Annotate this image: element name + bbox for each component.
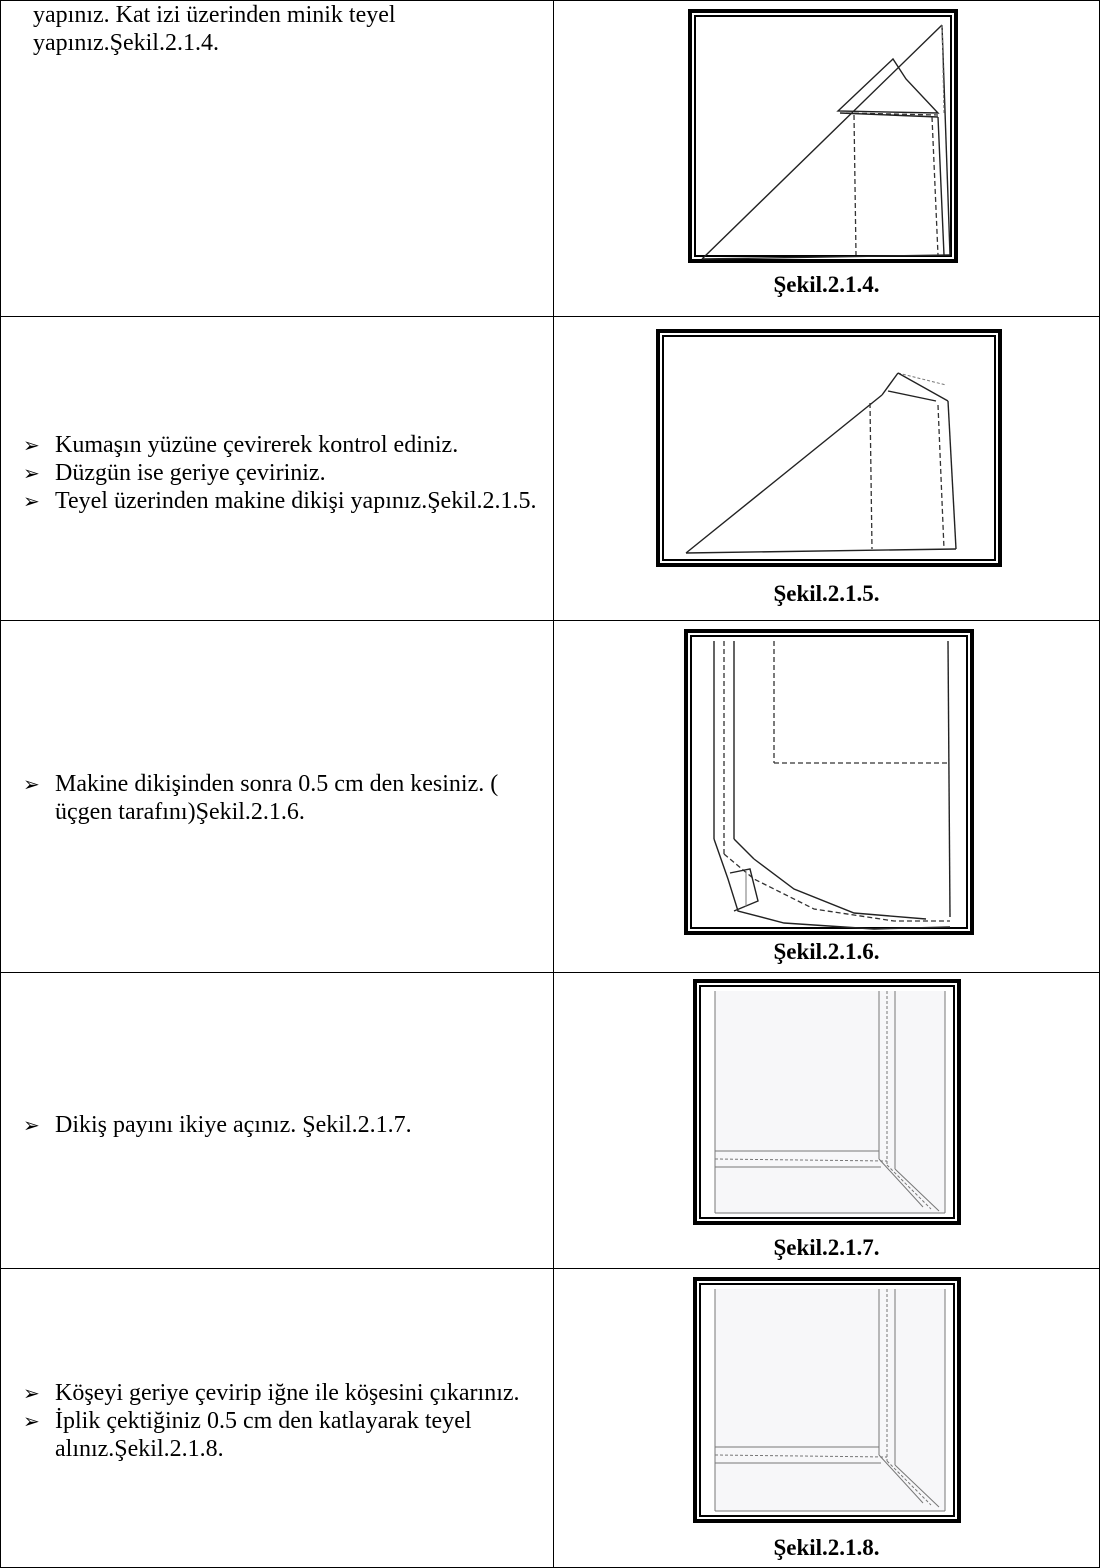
bullet-icon: ➢	[23, 771, 40, 796]
figure-cell: Şekil.2.1.6.	[553, 620, 1100, 973]
bullet-icon: ➢	[23, 488, 40, 513]
step-text-cell: ➢Makine dikişinden sonra 0.5 cm den kesi…	[0, 620, 554, 973]
bullet-icon: ➢	[23, 1112, 40, 1137]
bullet-icon: ➢	[23, 460, 40, 485]
bullet-icon: ➢	[23, 432, 40, 457]
step-row: ➢Dikiş payını ikiye açınız. Şekil.2.1.7.	[0, 972, 1100, 1269]
text-line: yapınız.Şekil.2.1.4.	[33, 30, 219, 56]
list-item: ➢Teyel üzerinden makine dikişi yapınız.Ş…	[23, 487, 537, 514]
list-item: ➢Düzgün ise geriye çeviriniz.	[23, 459, 326, 486]
figure-2-1-6	[684, 629, 974, 935]
step-text: yapınız. Kat izi üzerinden minik teyel y…	[1, 1, 553, 57]
list-item: ➢İplik çektiğiniz 0.5 cm den katlayarak …	[23, 1408, 472, 1462]
step-list: ➢Köşeyi geriye çevirip iğne ile köşesini…	[1, 1379, 553, 1463]
step-row: ➢Makine dikişinden sonra 0.5 cm den kesi…	[0, 620, 1100, 973]
figure-2-1-5	[656, 329, 1002, 567]
step-row: ➢Kumaşın yüzüne çevirerek kontrol ediniz…	[0, 316, 1100, 621]
figure-2-1-8	[693, 1277, 961, 1523]
list-item: ➢Dikiş payını ikiye açınız. Şekil.2.1.7.	[23, 1111, 412, 1138]
figure-2-1-7	[693, 979, 961, 1225]
list-item: ➢Kumaşın yüzüne çevirerek kontrol ediniz…	[23, 431, 459, 458]
step-row: yapınız. Kat izi üzerinden minik teyel y…	[0, 0, 1100, 317]
figure-cell: Şekil.2.1.7.	[553, 972, 1100, 1269]
figure-caption: Şekil.2.1.4.	[773, 272, 880, 297]
step-text-cell: ➢Dikiş payını ikiye açınız. Şekil.2.1.7.	[0, 972, 554, 1269]
step-text-cell: ➢Kumaşın yüzüne çevirerek kontrol ediniz…	[0, 316, 554, 621]
figure-caption: Şekil.2.1.8.	[773, 1535, 880, 1560]
step-list: ➢Kumaşın yüzüne çevirerek kontrol ediniz…	[1, 431, 553, 515]
bullet-icon: ➢	[23, 1381, 40, 1405]
step-text-cell: yapınız. Kat izi üzerinden minik teyel y…	[0, 0, 554, 317]
bullet-icon: ➢	[23, 1409, 40, 1433]
figure-caption: Şekil.2.1.6.	[773, 939, 880, 964]
step-text-cell: ➢Köşeyi geriye çevirip iğne ile köşesini…	[0, 1268, 554, 1568]
figure-cell: Şekil.2.1.8.	[553, 1268, 1100, 1568]
step-row: ➢Köşeyi geriye çevirip iğne ile köşesini…	[0, 1268, 1100, 1568]
figure-cell: Şekil.2.1.5.	[553, 316, 1100, 621]
list-item: ➢Köşeyi geriye çevirip iğne ile köşesini…	[23, 1380, 520, 1406]
figure-caption: Şekil.2.1.7.	[773, 1235, 880, 1260]
figure-cell: Şekil.2.1.4.	[553, 0, 1100, 317]
figure-2-1-4	[688, 9, 958, 263]
step-list: ➢Makine dikişinden sonra 0.5 cm den kesi…	[1, 770, 553, 826]
step-list: ➢Dikiş payını ikiye açınız. Şekil.2.1.7.	[1, 1111, 553, 1139]
figure-caption: Şekil.2.1.5.	[773, 581, 880, 606]
list-item: ➢Makine dikişinden sonra 0.5 cm den kesi…	[23, 770, 499, 825]
text-line: yapınız. Kat izi üzerinden minik teyel	[33, 2, 396, 28]
